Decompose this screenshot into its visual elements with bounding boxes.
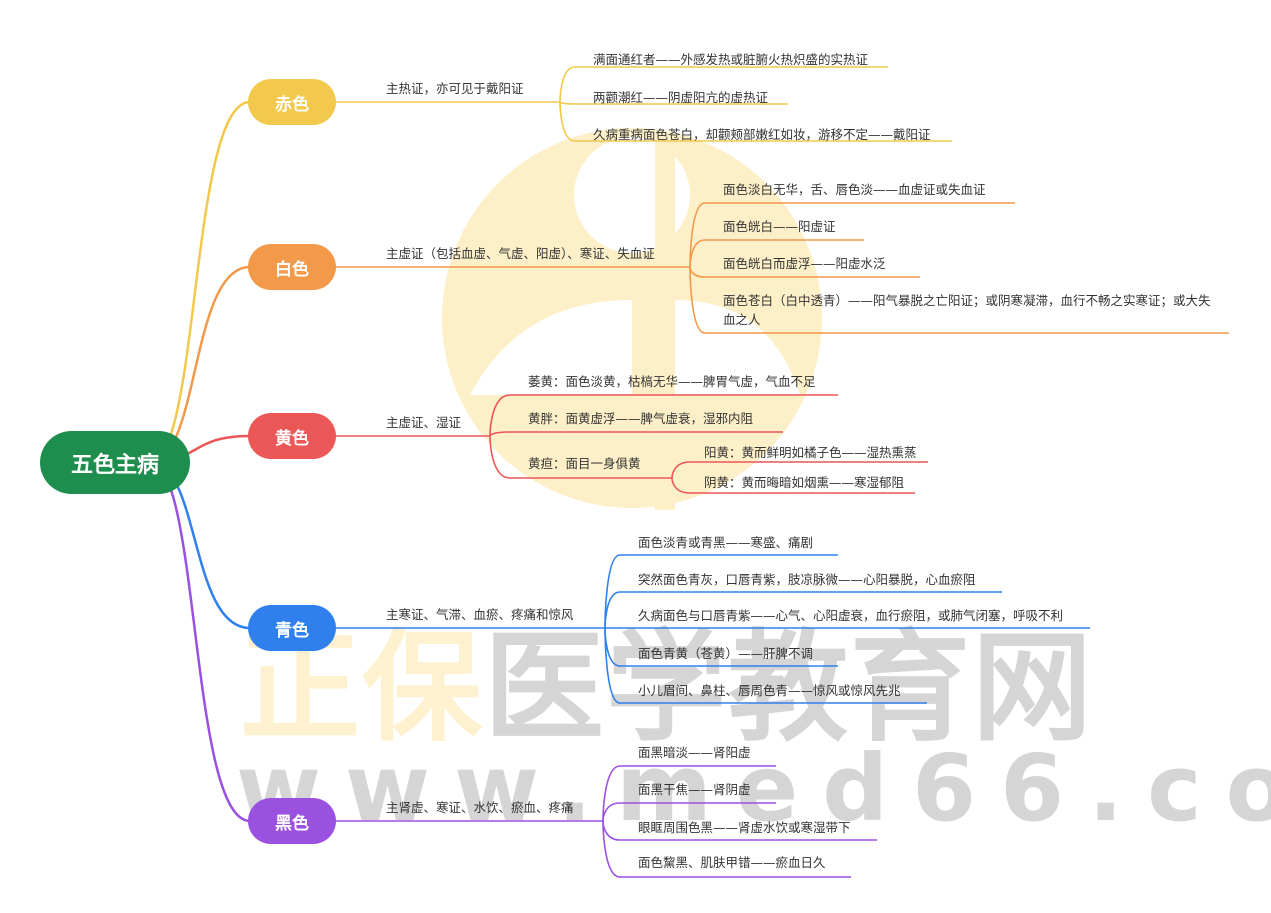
item-label[interactable]: 眼眶周围色黑——肾虚水饮或寒湿带下 [638, 820, 851, 835]
item-label[interactable]: 面色㿠白而虚浮——阳虚水泛 [723, 256, 886, 271]
item-label[interactable]: 面色淡白无华，舌、唇色淡——血虚证或失血证 [723, 182, 986, 197]
item-connector [559, 101, 952, 142]
item-label[interactable]: 面色苍白（白中透青）——阳气暴脱之亡阳证；或阴寒凝滞，血行不畅之实寒证；或大失血… [723, 293, 1211, 327]
item-connector [604, 627, 927, 704]
summary-label[interactable]: 主热证，亦可见于戴阳证 [386, 81, 524, 96]
item-connector [602, 820, 851, 878]
item-label[interactable]: 黄疸：面目一身俱黄 [528, 456, 641, 471]
item-label[interactable]: 面色黧黑、肌肤甲错——瘀血日久 [638, 855, 826, 870]
item-label[interactable]: 久病重病面色苍白，却颧颊部嫩红如妆，游移不定——戴阳证 [593, 127, 931, 142]
subitem-label[interactable]: 阳黄：黄而鲜明如橘子色——湿热熏蒸 [704, 445, 917, 460]
item-connector [604, 591, 1002, 629]
root-connector [149, 460, 251, 823]
item-connector [689, 266, 1229, 334]
item-label[interactable]: 满面通红者——外感发热或脏腑火热炽盛的实热证 [593, 52, 869, 67]
summary-label[interactable]: 主寒证、气滞、血瘀、疼痛和惊风 [386, 607, 574, 622]
root-node[interactable]: 五色主病 [40, 431, 190, 494]
summary-label[interactable]: 主虚证（包括血虚、气虚、阳虚）、寒证、失血证 [386, 246, 655, 261]
root-connector [149, 100, 251, 464]
item-label[interactable]: 小儿眉间、鼻柱、唇周色青——惊风或惊风先兆 [638, 683, 901, 698]
category-node[interactable]: 黄色 [248, 413, 336, 459]
item-label[interactable]: 面色㿠白——阳虚证 [723, 219, 836, 234]
item-label[interactable]: 突然面色青灰，口唇青紫，肢凉脉微——心阳暴脱，心血瘀阻 [638, 572, 976, 587]
summary-label[interactable]: 主虚证、湿证 [386, 415, 462, 430]
item-label[interactable]: 久病面色与口唇青紫——心气、心阳虚衰，血行瘀阻，或肺气闭塞，呼吸不利 [638, 608, 1064, 623]
item-connector [489, 431, 783, 437]
category-node[interactable]: 赤色 [248, 79, 336, 125]
item-label[interactable]: 面色青黄（苍黄）——肝脾不调 [638, 646, 814, 661]
item-label[interactable]: 两颧潮红——阴虚阳亢的虚热证 [593, 90, 769, 105]
item-connector [689, 239, 864, 268]
item-label[interactable]: 萎黄：面色淡黄，枯槁无华——脾胃气虚，气血不足 [528, 374, 816, 389]
category-node[interactable]: 白色 [248, 244, 336, 290]
item-connector [489, 435, 672, 479]
category-node[interactable]: 青色 [248, 605, 336, 651]
item-label[interactable]: 面黑暗淡——肾阳虚 [638, 745, 751, 760]
subitem-connector [671, 461, 928, 479]
item-connector [602, 802, 776, 822]
item-label[interactable]: 面色淡青或青黑——寒盛、痛剧 [638, 535, 814, 550]
summary-label[interactable]: 主肾虚、寒证、水饮、瘀血、疼痛 [386, 800, 574, 815]
item-label[interactable]: 面黑干焦——肾阴虚 [638, 782, 751, 797]
item-label[interactable]: 黄胖：面黄虚浮——脾气虚衰，湿邪内阻 [528, 411, 754, 426]
category-node[interactable]: 黑色 [248, 798, 336, 844]
subitem-connector [671, 477, 915, 494]
item-connector [559, 66, 888, 103]
subitem-label[interactable]: 阴黄：黄而晦暗如烟熏——寒湿郁阻 [704, 475, 905, 490]
